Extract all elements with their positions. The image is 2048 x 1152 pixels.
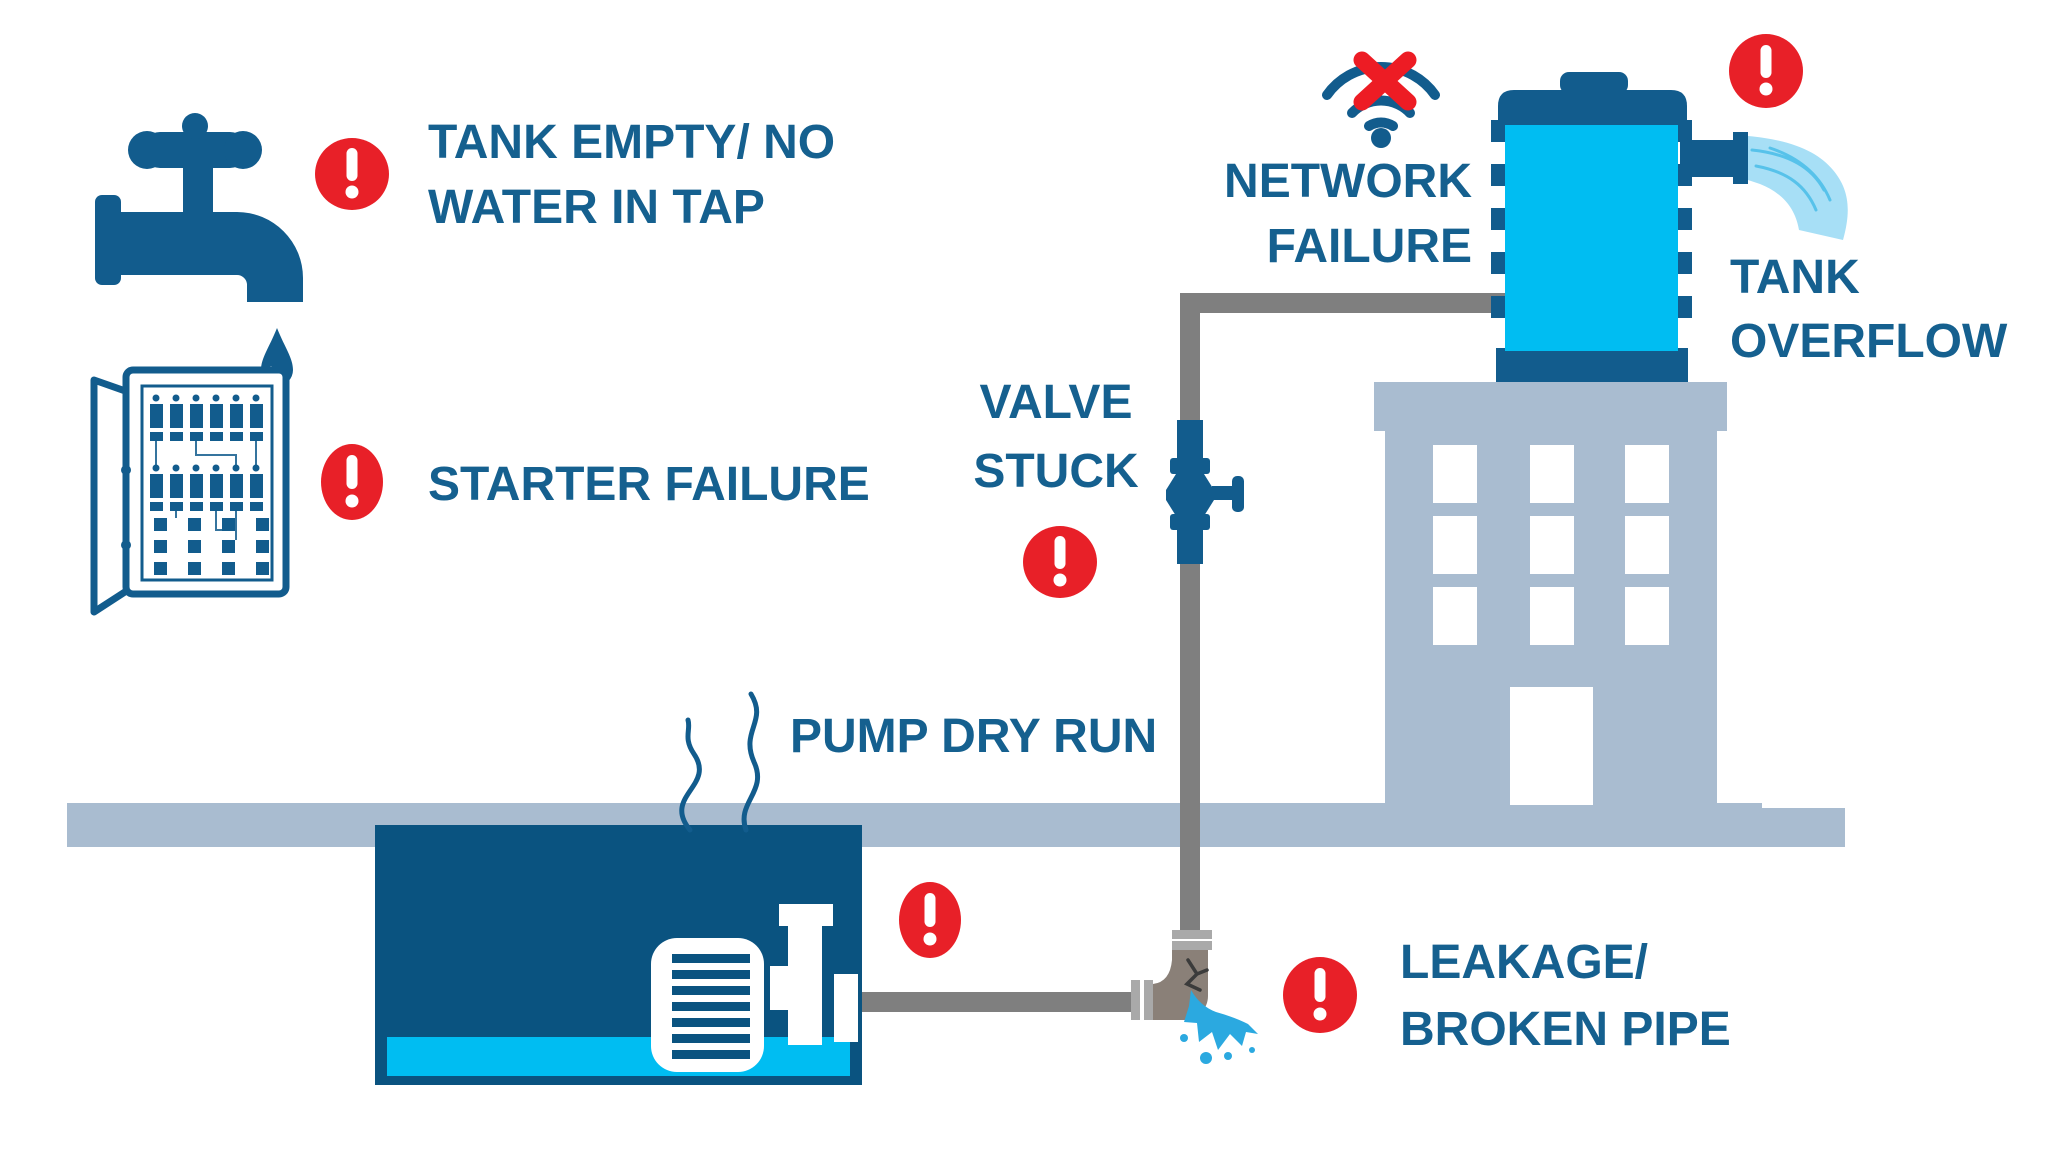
label-valve-stuck-line2: STUCK <box>973 445 1139 498</box>
pump-icon <box>375 825 862 1085</box>
starter-panel-icon <box>90 366 290 616</box>
tank-overflow-outlet <box>1680 140 1733 177</box>
alert-badge-tank-empty <box>315 138 389 210</box>
tap-icon <box>95 113 303 386</box>
tank-lid <box>1498 90 1687 125</box>
overflow-water-jet <box>1748 136 1848 240</box>
tank-cap <box>1560 72 1628 94</box>
label-leakage-line1: LEAKAGE/ <box>1400 936 1648 989</box>
label-leakage-line2: BROKEN PIPE <box>1400 1003 1731 1056</box>
alert-badge-leak <box>1283 957 1357 1033</box>
pipe-crack <box>1183 958 1209 992</box>
breaker-row-2 <box>150 464 263 511</box>
wifi-x-mark <box>1353 51 1417 111</box>
label-tank-overflow-line1: TANK <box>1730 251 1860 304</box>
alert-badge-overflow <box>1729 34 1803 108</box>
label-valve-stuck-line1: VALVE <box>980 376 1133 429</box>
alert-badge-pump <box>899 882 961 958</box>
tank-base <box>1496 348 1688 382</box>
building-icon <box>1374 382 1727 847</box>
label-tank-empty-line2: WATER IN TAP <box>428 181 765 234</box>
valve-icon <box>1166 420 1244 564</box>
terminal-grid <box>154 518 269 575</box>
tank-body <box>1505 118 1678 351</box>
building-door <box>1510 687 1593 805</box>
label-starter-failure: STARTER FAILURE <box>428 458 870 511</box>
pipe-bottom-horizontal <box>858 992 1131 1012</box>
alert-badge-starter <box>321 444 383 520</box>
smoke-wisps-icon <box>679 691 761 833</box>
pump-motor <box>651 904 858 1072</box>
breaker-row-1 <box>150 394 263 441</box>
leak-water-splash <box>1180 990 1258 1064</box>
label-tank-empty-line1: TANK EMPTY/ NO <box>428 116 835 169</box>
label-pump-dry-run: PUMP DRY RUN <box>790 710 1157 763</box>
pipe-upper-vertical <box>1180 293 1200 423</box>
pipe-lower-vertical <box>1180 562 1200 935</box>
pipe-top-horizontal <box>1180 293 1505 313</box>
label-network-failure-line1: NETWORK <box>1224 155 1472 208</box>
wifi-off-icon <box>1322 51 1440 148</box>
alert-badge-valve <box>1023 526 1097 598</box>
label-network-failure-line2: FAILURE <box>1267 220 1472 273</box>
pump-water-level <box>387 1037 850 1076</box>
label-tank-overflow-line2: OVERFLOW <box>1730 315 2008 368</box>
pipe-network <box>858 293 1505 1020</box>
building-windows <box>1433 445 1669 645</box>
water-tank-icon <box>1491 72 1748 382</box>
tank-lugs <box>1491 120 1692 318</box>
